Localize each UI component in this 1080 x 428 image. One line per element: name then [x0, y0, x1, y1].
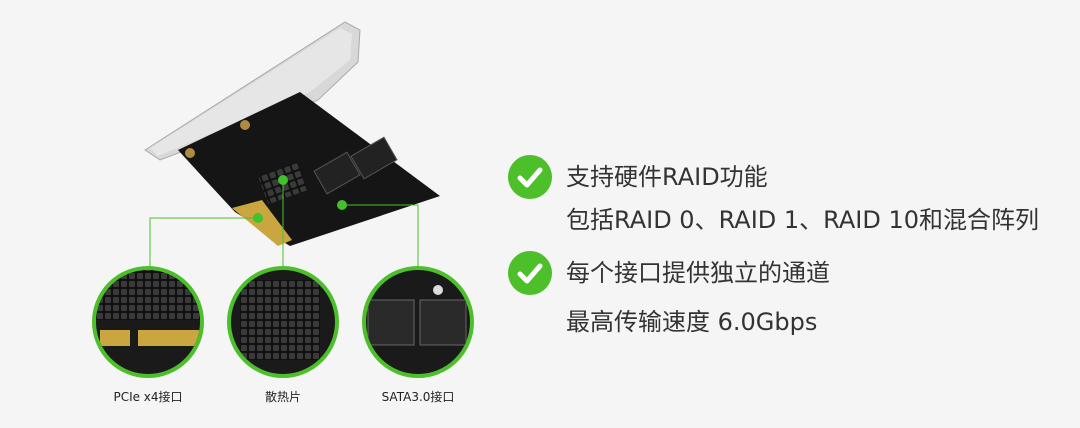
callout-label-heatsink: 散热片 [264, 390, 301, 404]
feature-detail: 包括RAID 0、RAID 1、RAID 10和混合阵列 [566, 206, 1040, 234]
zoom-circle-pcie [92, 266, 204, 378]
feature-detail: 最高传输速度 6.0Gbps [566, 308, 818, 336]
zoom-circle-heatsink [227, 266, 339, 378]
zoom-circle-sata [362, 266, 474, 378]
callout-label-pcie: PCIe x4接口 [113, 390, 183, 404]
feature-title: 每个接口提供独立的通道 [566, 259, 830, 287]
check-circle-icon [508, 155, 552, 199]
check-circle-icon [508, 251, 552, 295]
callout-label-sata: SATA3.0接口 [381, 390, 455, 404]
callout-lines [149, 180, 419, 268]
feature-title: 支持硬件RAID功能 [566, 163, 768, 191]
metal-bracket [144, 21, 361, 161]
